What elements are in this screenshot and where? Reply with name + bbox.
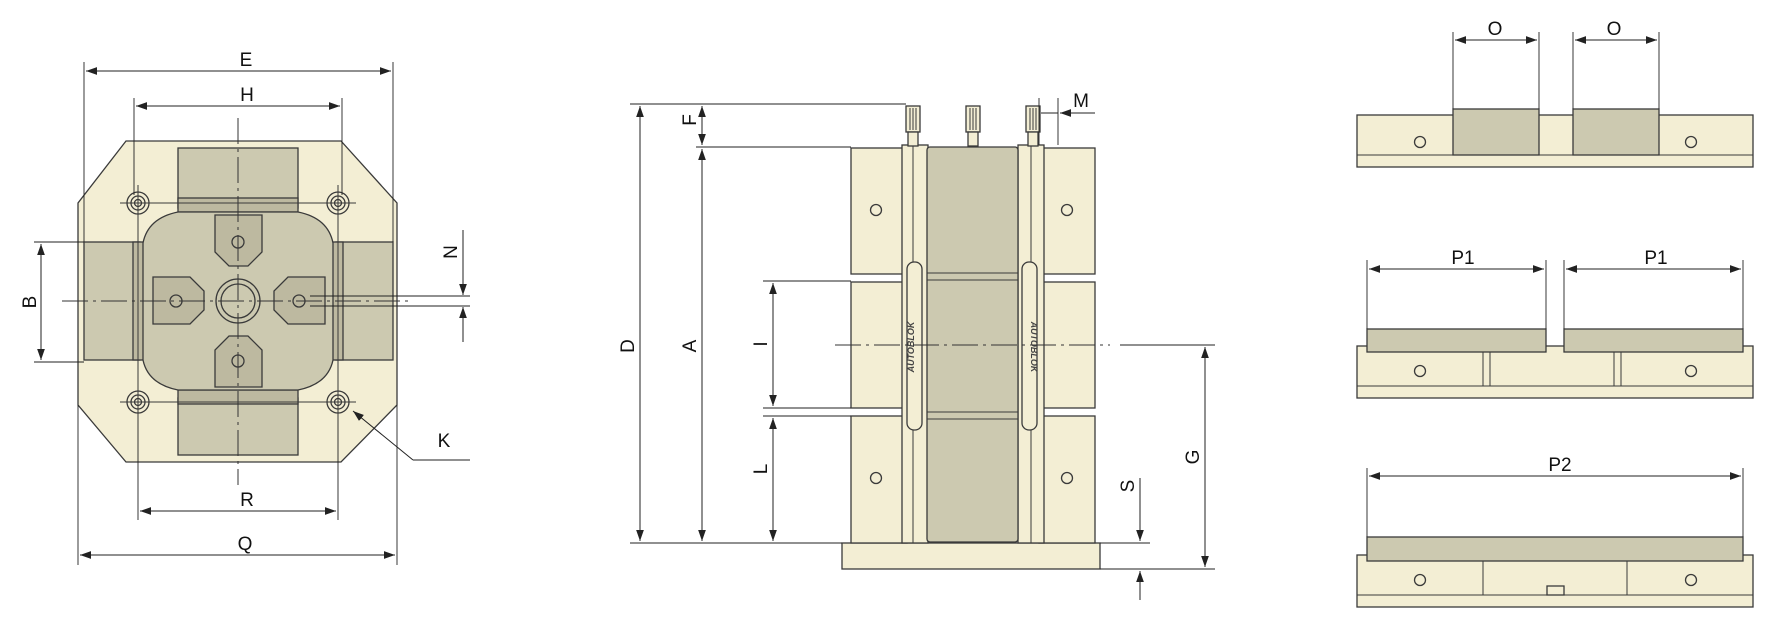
dim-label-S: S xyxy=(1118,480,1139,493)
dim-label-E: E xyxy=(240,50,253,71)
left-upper-jaw xyxy=(850,147,908,275)
right-slot xyxy=(1021,261,1038,431)
dim-label-N: N xyxy=(441,245,462,259)
dim-label-H: H xyxy=(240,85,254,106)
left-lower-jaw xyxy=(850,415,908,544)
dim-label-L: L xyxy=(751,464,772,475)
dim-label-K: K xyxy=(438,431,451,452)
jaw-p1-left xyxy=(1366,328,1547,353)
hole-icon xyxy=(1413,573,1427,587)
base-plate xyxy=(841,542,1101,570)
left-slot xyxy=(906,261,923,431)
jaw-o-right xyxy=(1572,108,1660,156)
right-upper-jaw xyxy=(1038,147,1096,275)
top-view: E H B N K R Q xyxy=(20,50,470,565)
dim-label-O-right: O xyxy=(1607,19,1622,40)
front-view-p1-body xyxy=(1356,345,1754,399)
dim-label-P1-left: P1 xyxy=(1451,248,1474,269)
front-view-o: O O xyxy=(1356,19,1754,168)
front-view-p2-body xyxy=(1356,554,1754,608)
p2-key-slot xyxy=(1546,585,1565,596)
dim-label-A: A xyxy=(680,339,701,352)
hole-icon xyxy=(1684,573,1698,587)
logo-left: AUTOBLOK xyxy=(906,320,916,373)
left-rail xyxy=(901,144,929,544)
connector-fittings xyxy=(905,105,1041,147)
side-view: AUTOBLOK AUTOBLOK D xyxy=(618,91,1215,600)
left-clamp xyxy=(152,276,205,325)
dim-label-Q: Q xyxy=(238,534,253,555)
dim-label-D: D xyxy=(618,339,639,353)
hole-icon xyxy=(1413,364,1427,378)
jaw-p1-right xyxy=(1563,328,1744,353)
dim-label-I: I xyxy=(751,341,772,346)
dim-label-R: R xyxy=(240,490,254,511)
dim-label-O-left: O xyxy=(1488,19,1503,40)
front-view-o-body xyxy=(1356,114,1754,168)
right-lower-jaw xyxy=(1038,415,1096,544)
dim-label-M: M xyxy=(1073,91,1089,112)
jaw-o-left xyxy=(1452,108,1540,156)
jaw-p2 xyxy=(1366,536,1744,562)
dim-label-G: G xyxy=(1183,450,1204,465)
hole-icon xyxy=(1684,364,1698,378)
dim-label-F: F xyxy=(680,114,701,126)
hole-icon xyxy=(1684,135,1698,149)
front-view-p1: P1 P1 xyxy=(1356,248,1754,399)
dim-label-B: B xyxy=(20,296,41,309)
hole-icon xyxy=(1413,135,1427,149)
hole-icons xyxy=(869,203,1074,485)
dim-label-P1-right: P1 xyxy=(1644,248,1667,269)
logo-right: AUTOBLOK xyxy=(1029,321,1039,374)
dim-label-P2: P2 xyxy=(1548,455,1571,476)
front-view-p2: P2 xyxy=(1356,455,1754,608)
